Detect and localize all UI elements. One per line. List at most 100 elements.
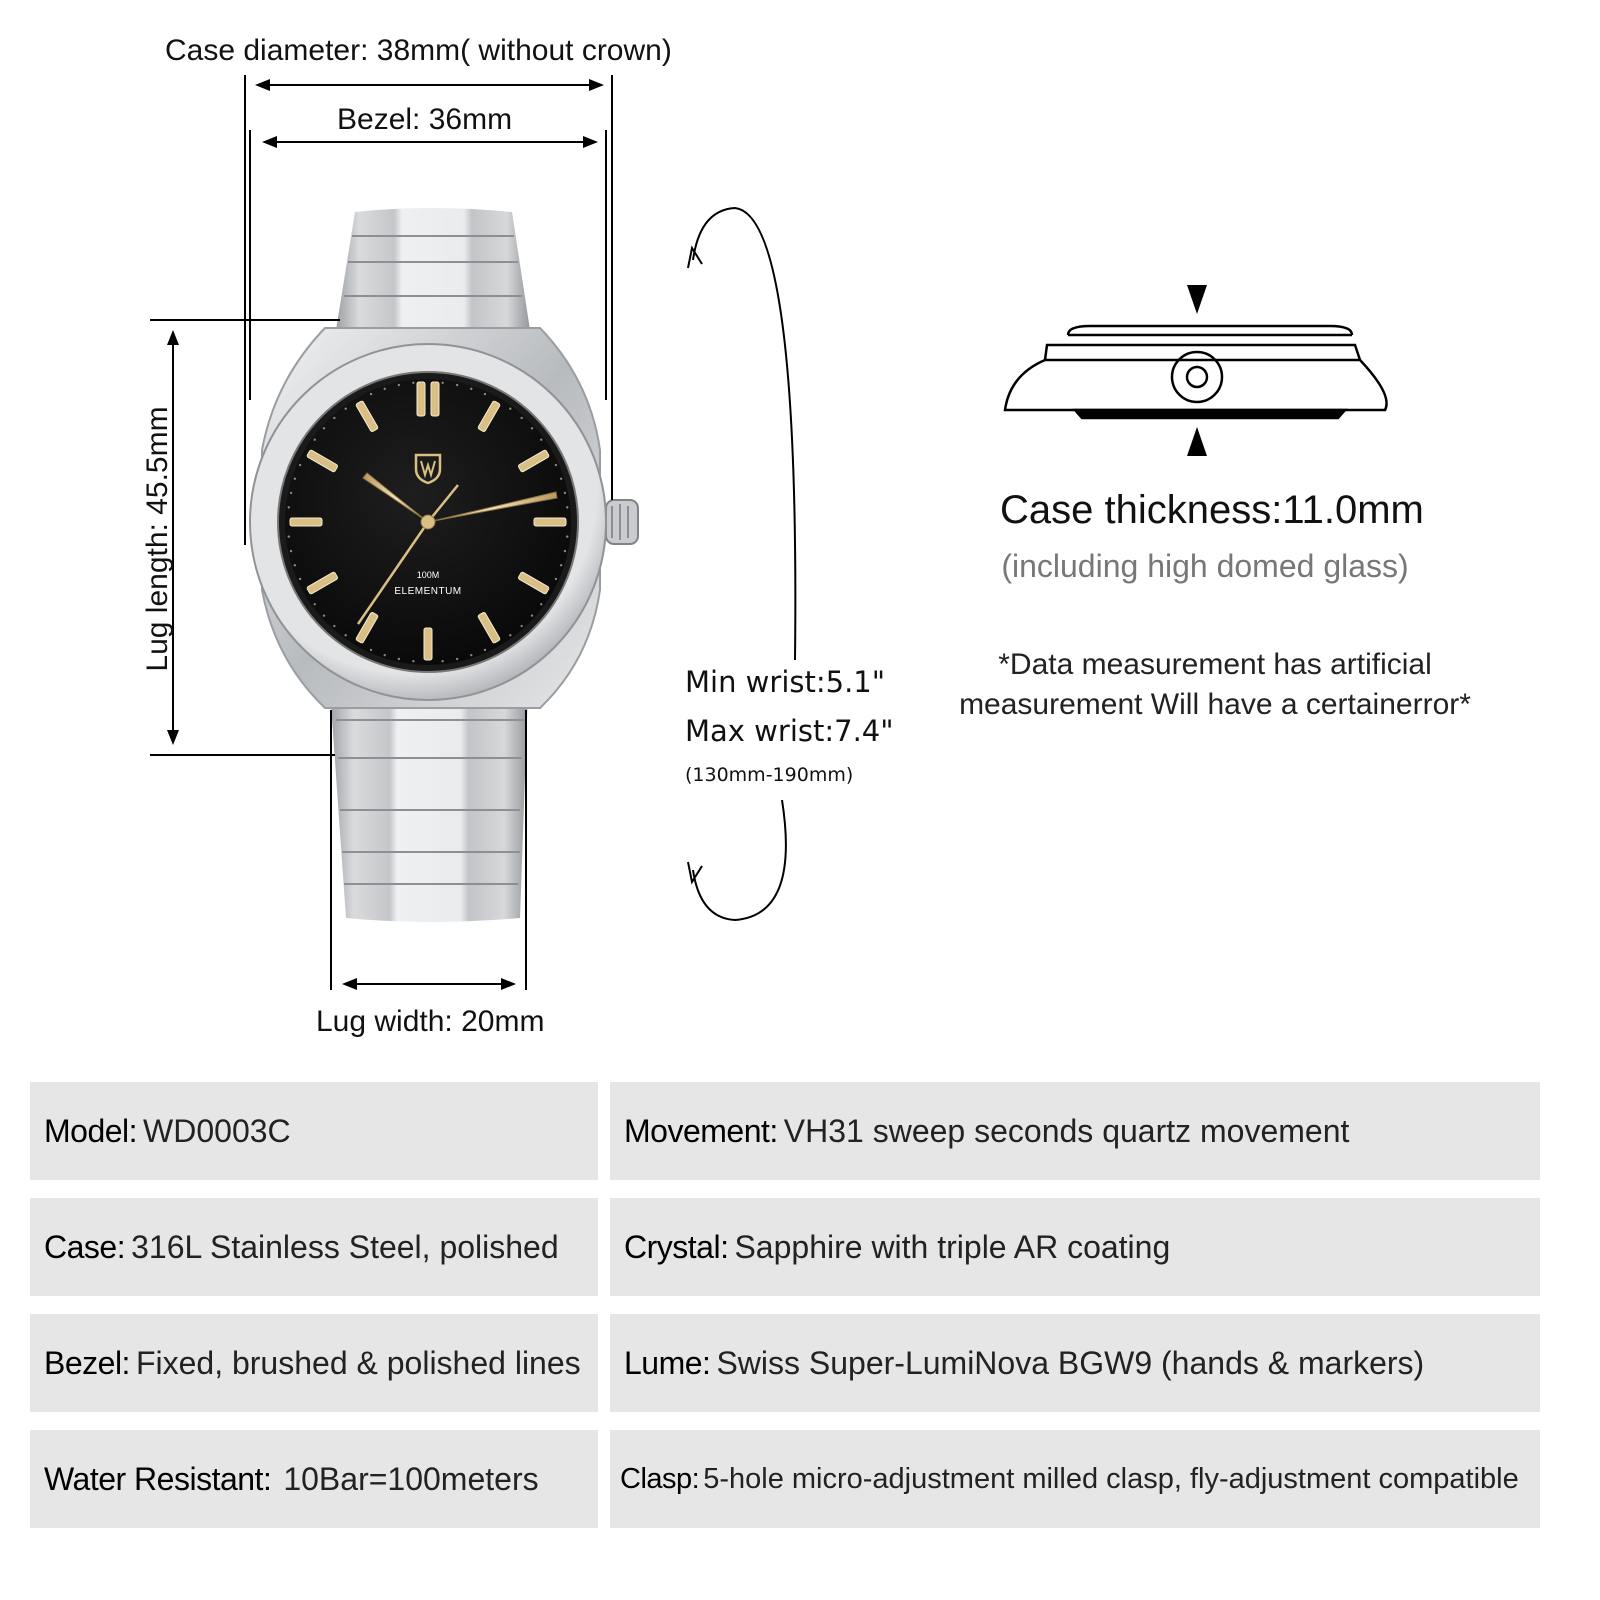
minute-dot [369,648,373,652]
minute-dot [441,381,444,384]
wrist-range-label: (130mm-190mm) [685,764,854,786]
spec-row-lume: Lume:Swiss Super-LumiNova BGW9 (hands & … [610,1314,1540,1412]
spec-label: Clasp: [620,1462,700,1495]
minute-dot [397,657,401,661]
bezel-label: Bezel: 36mm [337,103,513,136]
minute-dot [289,491,293,495]
bracelet-lower [330,690,528,922]
minute-dot [412,381,415,384]
minute-dot [530,614,534,617]
hour-marker [306,449,338,473]
minute-dot [441,660,444,663]
minute-dot [470,653,473,657]
minute-dot [383,387,386,391]
minute-dot [333,624,336,628]
minute-dot [470,387,473,391]
minute-dot [344,407,347,410]
bezel-dimension [249,130,607,400]
minute-dot [509,407,512,410]
hour-marker [355,612,379,644]
hour-marker [518,449,550,473]
hour-marker [477,400,501,432]
minute-dot [554,577,558,581]
spec-value: 10Bar=100meters [283,1460,539,1497]
minute-dot [563,549,567,553]
minute-dot [322,614,326,617]
minute-dot [383,653,386,657]
lug-width-label: Lug width: 20mm [316,1005,545,1038]
minute-dot [563,491,567,495]
spec-label: Movement: [624,1112,778,1149]
max-wrist-label: Max wrist:7.4" [685,714,894,748]
brand-logo [414,453,442,485]
minute-dot [287,535,290,538]
minute-dot [298,463,302,467]
disclaimer-line-1: *Data measurement has artificial [998,648,1432,681]
minute-dot [559,564,563,567]
lug-length-dimension [150,319,340,756]
minute-dot [313,438,316,441]
spec-row-clasp: Clasp:5-hole micro-adjustment milled cla… [610,1430,1540,1528]
minute-dot [559,477,563,480]
spec-value: 5-hole micro-adjustment milled clasp, fl… [703,1462,1519,1495]
watch-dimension-diagram: 100M ELEMENTUM [150,75,1388,990]
case-diameter-label: Case diameter: 38mm( without crown) [165,34,672,67]
minute-dot [483,392,487,396]
minute-dot [313,603,316,606]
minute-dot [293,564,297,567]
spec-value: 316L Stainless Steel, polished [131,1228,559,1265]
spec-value: VH31 sweep seconds quartz movement [783,1112,1350,1149]
minute-dot [397,383,401,387]
spec-row-crystal: Crystal:Sapphire with triple AR coating [610,1198,1540,1296]
spec-label: Case: [44,1228,126,1265]
minute-dot [287,506,290,509]
minute-dot [293,477,297,480]
crown [605,499,639,545]
hour-marker-12 [416,381,426,417]
spec-row-bezel: Bezel:Fixed, brushed & polished lines [30,1314,598,1412]
minute-dot [369,392,373,396]
spec-label: Model: [44,1112,138,1149]
spec-value: WD0003C [143,1112,291,1149]
minute-dot [566,535,569,538]
spec-row-water-resistant: Water Resistant: 10Bar=100meters [30,1430,598,1528]
minute-dot [483,648,487,652]
minute-dot [412,660,415,663]
hour-marker [289,517,323,527]
minute-dot [333,416,336,420]
min-wrist-label: Min wrist:5.1" [685,665,886,699]
case-thickness-title: Case thickness:11.0mm [1000,488,1424,532]
hour-marker [518,571,550,595]
spec-value: Sapphire with triple AR coating [734,1228,1171,1265]
hour-marker [355,400,379,432]
minute-dot [540,438,543,441]
dial-brand: ELEMENTUM [394,586,461,597]
case-thickness-subtitle: (including high domed glass) [1001,548,1409,584]
hour-marker [533,517,567,527]
minute-dot [455,657,459,661]
hour-marker [306,571,338,595]
spec-row-case: Case:316L Stainless Steel, polished [30,1198,598,1296]
lug-length-label: Lug length: 45.5mm [141,406,174,672]
minute-dot [520,416,523,420]
minute-dot [520,624,523,628]
wrist-size-arc [687,206,797,922]
minute-dot [566,506,569,509]
thickness-arrows [1187,285,1207,456]
lug-width-dimension [330,710,527,990]
case-diameter-dimension [244,75,613,545]
spec-label: Water Resistant: [44,1460,272,1497]
minute-dot [540,603,543,606]
minute-dot [298,577,302,581]
spec-label: Lume: [624,1344,711,1381]
watch-hands [356,472,558,625]
spec-value: Fixed, brushed & polished lines [135,1344,581,1381]
minute-dot [344,634,347,637]
hour-marker-12 [430,381,440,417]
spec-value: Swiss Super-LumiNova BGW9 (hands & marke… [716,1344,1425,1381]
dial-depth-rating: 100M [417,570,440,580]
hour-marker [423,627,433,661]
minute-dot [509,634,512,637]
minute-dot [289,549,293,553]
case-side-profile-icon [1003,324,1388,420]
